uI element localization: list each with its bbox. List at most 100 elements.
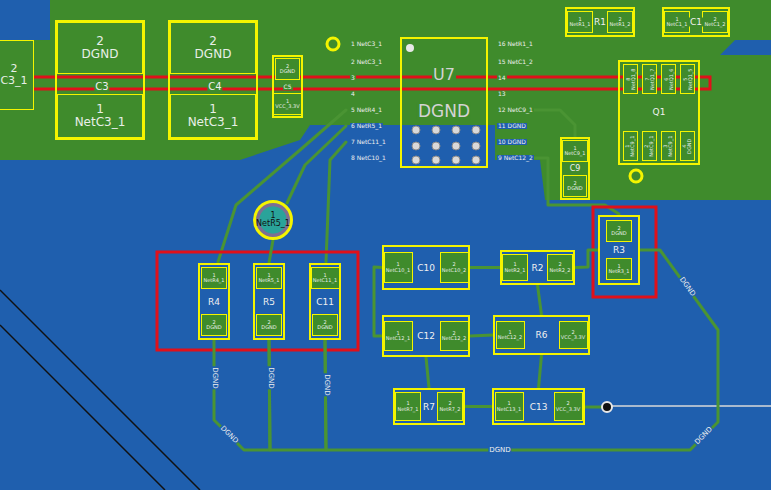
net-name: NetR7_1 — [397, 407, 418, 412]
pin-label: 9 NetC12_2 — [497, 155, 534, 161]
component-outline: R41NetR4_12DGND — [198, 263, 230, 340]
net-name: NetR7_2 — [439, 407, 460, 412]
designator: C3 — [94, 82, 109, 92]
net-name: NetC10_2 — [442, 268, 466, 273]
net-name: NetC3_1 — [188, 116, 239, 129]
pad-text-rotator: 6NetQ1_6 — [663, 68, 674, 90]
pin-label: 5 NetR4_1 — [350, 107, 383, 113]
net-name: NetR1_2 — [609, 22, 630, 27]
net-name: DGND — [317, 325, 332, 330]
designator: C9 — [569, 165, 582, 173]
pin-number: 1 — [209, 103, 217, 116]
smd-pad: 3NetC9_1 — [661, 131, 676, 161]
designator: C1 — [689, 18, 703, 27]
smd-pad: 1NetR3_1 — [606, 258, 632, 280]
smd-pad: 5NetQ1_5 — [680, 64, 695, 94]
pin-label: 1 NetC3_1 — [350, 41, 383, 47]
pin-label: 14 — [497, 75, 507, 81]
smd-pad: 8NetQ1_8 — [623, 64, 638, 94]
smd-pad: 2DGND — [201, 314, 227, 336]
pin1-dot — [406, 44, 414, 52]
smd-pad: 4DGND — [680, 131, 695, 161]
component-outline: R21NetR2_12NetR2_2 — [500, 250, 575, 285]
designator: R1 — [593, 18, 607, 27]
smd-pad: 1NetC13_1 — [495, 392, 524, 421]
copper-trace — [269, 240, 273, 263]
net-label: DGND — [677, 275, 696, 298]
pin1-marker — [327, 38, 339, 50]
net-name: NetC12_2 — [442, 336, 466, 341]
via-pad: 1NetR5_1 — [253, 200, 293, 240]
smd-pad: 1NetC9_1 — [623, 131, 638, 161]
smd-pad: 2NetC9_1 — [642, 131, 657, 161]
copper-trace — [470, 266, 500, 269]
smd-pad: 1NetC9_1 — [562, 140, 588, 162]
copper-trace — [538, 285, 542, 315]
copper-trace — [325, 250, 718, 450]
smd-pad: 2DGND — [312, 314, 338, 336]
pin-number: 7 — [644, 77, 649, 80]
component-outline: R71NetR7_12NetR7_2 — [393, 388, 465, 425]
net-name: VCC_3.3V — [561, 335, 585, 340]
via-hole — [602, 402, 612, 412]
component-outline: R5 1NetR5_1 2DGND — [253, 263, 285, 340]
smd-pad: 1NetR2_1 — [502, 254, 528, 281]
net-name: NetR3_1 — [608, 269, 629, 274]
component-outline: C11NetC1_12NetC1_2 — [662, 7, 730, 37]
net-name: NetC1_2 — [704, 22, 725, 27]
pin-number: 2 — [209, 35, 217, 48]
ic-package: U7DGND — [400, 37, 488, 168]
smd-pad: 2NetR7_2 — [437, 392, 463, 421]
pin-number: 5 — [682, 77, 687, 80]
pin-label: 12 NetC9_1 — [497, 107, 534, 113]
pad-text-rotator: 8NetQ1_8 — [625, 68, 636, 90]
copper-trace — [269, 340, 326, 450]
smd-pad: 1NetR1_1 — [567, 11, 593, 33]
smd-pad: 2DGND — [256, 314, 282, 336]
pin-label: 7 NetC11_1 — [350, 139, 387, 145]
smd-pad: 1NetC12_2 — [496, 321, 525, 349]
smd-pad: 1NetC3_1 — [57, 94, 143, 138]
designator: Q1 — [652, 108, 667, 117]
pin-label: 16 NetR1_1 — [497, 41, 534, 47]
smd-pad: 2C3_1 — [0, 40, 34, 110]
smd-pad: 1NetC12_1 — [384, 321, 413, 351]
designator: R6 — [535, 331, 549, 340]
pin-number: 6 — [663, 77, 668, 80]
copper-trace — [470, 335, 493, 336]
net-name: VCC_3.3V — [275, 104, 299, 109]
designator: R5 — [262, 297, 276, 306]
smd-pad: 6NetQ1_6 — [661, 64, 676, 94]
copper-trace — [214, 340, 270, 450]
net-name: C3_1 — [0, 75, 27, 87]
board-line — [612, 405, 771, 407]
component-outline: C101NetC10_12NetC10_2 — [382, 245, 470, 290]
component-outline: R61NetC12_22VCC_3.3V — [493, 315, 590, 355]
copper-trace — [539, 355, 542, 388]
pin-label: 2 NetC3_1 — [350, 59, 383, 65]
smd-pad: 7NetQ1_7 — [642, 64, 657, 94]
highlight-box — [30, 77, 710, 350]
pin-label: 6 NetR5_1 — [350, 123, 383, 129]
net-name: DGND — [280, 69, 295, 74]
designator: C13 — [529, 402, 549, 411]
net-name: DGND — [261, 325, 276, 330]
net-name: NetC3_1 — [75, 116, 126, 129]
pin-number: 8 — [625, 77, 630, 80]
copper-traces — [218, 110, 619, 407]
net-name: DGND — [82, 48, 119, 61]
pad-text-rotator: 2NetC9_1 — [644, 135, 655, 156]
net-name: NetQ1_7 — [650, 68, 655, 90]
net-name: DGND — [688, 138, 693, 153]
pad-text-rotator: 3NetC9_1 — [663, 135, 674, 156]
bga-balls — [412, 126, 480, 164]
net-name: DGND — [567, 186, 582, 191]
smd-pad: 1NetR5_1 — [256, 267, 282, 289]
pin-label: 3 — [350, 75, 356, 81]
designator: C10 — [416, 263, 436, 272]
designator: C12 — [416, 332, 436, 341]
net-name: NetQ1_5 — [688, 68, 693, 90]
component-outline: C91NetC9_12DGND — [560, 137, 590, 200]
pad-text-rotator: 4DGND — [682, 138, 693, 153]
